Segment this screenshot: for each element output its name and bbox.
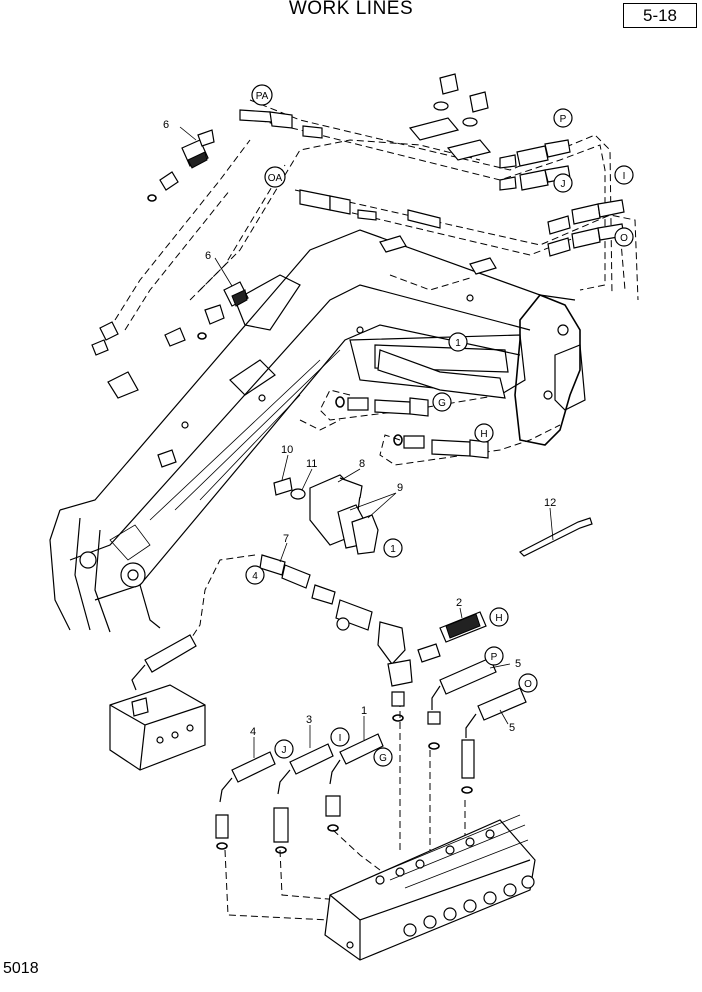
part-9: 9: [397, 482, 403, 494]
callout-h-upper: H: [474, 423, 494, 443]
svg-text:P: P: [560, 114, 567, 125]
diagram-title: WORK LINES: [288, 0, 414, 19]
callout-g-lower: G: [373, 747, 393, 767]
callout-pa: PA: [251, 84, 273, 106]
callout-g-upper: G: [432, 392, 452, 412]
part-6-lower: 6: [205, 250, 211, 262]
swivel-block: [109, 684, 206, 771]
page-reference-box: 5-18: [623, 3, 697, 28]
lower-hoses: [215, 611, 527, 854]
callout-1-upper: 1: [448, 332, 468, 352]
svg-text:G: G: [438, 398, 446, 409]
part-2: 2: [456, 597, 462, 609]
svg-text:4: 4: [252, 571, 258, 582]
callout-1-clamp: 1: [383, 538, 403, 558]
part-7: 7: [283, 533, 289, 545]
callout-oa: OA: [264, 166, 286, 188]
svg-text:1: 1: [390, 544, 396, 555]
svg-text:H: H: [480, 429, 487, 440]
callout-4: 4: [245, 565, 265, 585]
upper-fittings: [91, 73, 625, 468]
svg-text:O: O: [524, 679, 532, 690]
svg-text:PA: PA: [256, 91, 269, 102]
svg-text:P: P: [491, 652, 498, 663]
leader-lines: [179, 126, 554, 758]
boom-arm: [49, 229, 586, 633]
part-8: 8: [359, 458, 365, 470]
callout-p-upper: P: [553, 108, 573, 128]
part-number-labels: 6 6 10 11 8 9 12 7 2 5 5 4 3 1: [163, 119, 556, 738]
callout-i-lower: I: [330, 727, 350, 747]
callout-j-upper: J: [553, 173, 573, 193]
callout-j-lower: J: [274, 739, 294, 759]
part-5-lower: 5: [509, 722, 515, 734]
g-h-fittings: [335, 349, 506, 459]
svg-text:O: O: [620, 233, 628, 244]
clamp-parts: [273, 474, 593, 557]
control-valve: [324, 814, 536, 961]
svg-text:J: J: [282, 745, 287, 756]
part-4: 4: [250, 726, 256, 738]
svg-text:I: I: [623, 171, 626, 182]
callout-i-upper: I: [614, 165, 634, 185]
svg-text:J: J: [561, 179, 566, 190]
svg-text:1: 1: [455, 338, 461, 349]
svg-text:OA: OA: [268, 173, 283, 184]
document-code: 5018: [3, 960, 39, 977]
part-6-upper: 6: [163, 119, 169, 131]
swing-line-fittings: [131, 554, 413, 722]
part-10: 10: [281, 444, 293, 456]
callout-o-lower: O: [518, 673, 538, 693]
svg-text:G: G: [379, 753, 387, 764]
svg-text:H: H: [495, 613, 502, 624]
callout-h-lower: H: [489, 607, 509, 627]
part-5-upper: 5: [515, 658, 521, 670]
callout-p-lower: P: [484, 646, 504, 666]
part-3: 3: [306, 714, 312, 726]
svg-text:I: I: [339, 733, 342, 744]
part-12: 12: [544, 497, 556, 509]
part-11: 11: [306, 458, 317, 470]
part-1: 1: [361, 705, 367, 717]
callout-o-upper: O: [614, 227, 634, 247]
